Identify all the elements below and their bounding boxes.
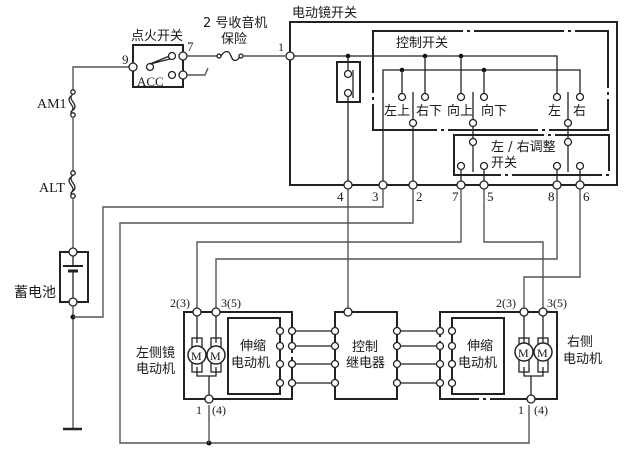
- right-motor-label-2: 电动机: [563, 352, 602, 367]
- radio-fuse-icon: [216, 50, 244, 62]
- radio-fuse-label-1: 2 号收音机: [203, 15, 267, 31]
- terminal-3: 3: [372, 189, 379, 204]
- contact-right-down: 右下: [416, 104, 442, 119]
- ignition-switch: [128, 44, 209, 88]
- right-motor-terminal-common-alt: (4): [534, 403, 548, 417]
- contact-right: 右: [573, 104, 586, 119]
- control-switch-label: 控制开关: [396, 36, 448, 51]
- right-mirror-motor: 伸缩 电动机 M M: [435, 307, 558, 404]
- relay-label-2: 继电器: [346, 356, 385, 371]
- right-motor-label-1: 右侧: [567, 335, 593, 350]
- power-supply-chain: AM1 ALT 蓄电池: [14, 66, 133, 431]
- bottom-terminal-labels: 4 3 2 7 5 8 6: [337, 189, 590, 204]
- right-motor-terminal-b: 3(5): [547, 296, 567, 310]
- acc-label: ACC: [137, 74, 164, 89]
- left-retract-label-2: 电动机: [231, 356, 270, 371]
- radio-fuse-label-2: 保险: [221, 32, 247, 47]
- terminal-8: 8: [548, 189, 555, 204]
- left-motor-label-1: 左侧镜: [136, 346, 175, 361]
- alt-label: ALT: [39, 181, 65, 196]
- left-motor-terminal-b: 3(5): [221, 296, 241, 310]
- battery-label: 蓄电池: [14, 285, 56, 301]
- lr-switch-label-1: 左 / 右调整: [491, 140, 556, 155]
- left-motor-terminal-common: 1: [196, 403, 202, 417]
- terminal-2: 2: [416, 189, 423, 204]
- switch-terminal-1-label: 1: [278, 40, 284, 54]
- left-retract-label-1: 伸缩: [240, 338, 266, 354]
- motor-icon: [187, 345, 207, 365]
- right-retract-label-2: 电动机: [458, 356, 497, 371]
- external-wiring: [73, 189, 581, 446]
- motor-glyph: M: [210, 349, 221, 363]
- am1-fuse: [68, 89, 76, 118]
- right-retract-label-1: 伸缩: [467, 338, 493, 354]
- switch-terminal-1: [285, 51, 295, 61]
- alt-fuse: [68, 170, 76, 199]
- right-motor-terminal-a: 2(3): [496, 296, 516, 310]
- terminal-7: 7: [452, 189, 459, 204]
- right-motor-terminal-common: 1: [518, 403, 524, 417]
- left-retract-terminals: [275, 326, 297, 388]
- mirror-switch-assembly: 1 控制开关 左上 右下 向上 向下 左: [278, 21, 618, 190]
- control-relay: [296, 307, 437, 400]
- terminal-4: 4: [337, 189, 344, 204]
- left-mirror-motor: M M 伸缩 电动机: [183, 307, 297, 404]
- contact-left: 左: [548, 104, 561, 119]
- motor-icon: [514, 342, 534, 362]
- battery: [59, 247, 89, 307]
- right-retract-terminals: [435, 326, 457, 388]
- motor-glyph: M: [518, 346, 529, 360]
- am1-label: AM1: [37, 97, 67, 112]
- left-motor-label-2: 电动机: [136, 362, 175, 377]
- left-motor-terminal-a: 2(3): [170, 296, 190, 310]
- ignition-terminal-9: 9: [122, 52, 129, 67]
- motor-glyph: M: [191, 349, 202, 363]
- lr-switch-label-2: 开关: [491, 156, 517, 171]
- terminal-5: 5: [487, 189, 494, 204]
- contact-up: 向上: [447, 103, 473, 119]
- ignition-terminal-7: 7: [187, 39, 194, 54]
- wire-ign-to-am1: [72, 66, 133, 92]
- left-motor-terminal-common-alt: (4): [212, 403, 226, 417]
- relay-label-1: 控制: [352, 340, 378, 355]
- ignition-switch-label: 点火开关: [131, 29, 183, 44]
- contact-left-up: 左上: [384, 104, 410, 119]
- motor-icon: [533, 342, 553, 362]
- motor-icon: [206, 345, 226, 365]
- motor-glyph: M: [537, 346, 548, 360]
- mirror-switch-title: 电动镜开关: [292, 6, 357, 21]
- terminal-6: 6: [583, 189, 590, 204]
- contact-down: 向下: [481, 103, 507, 119]
